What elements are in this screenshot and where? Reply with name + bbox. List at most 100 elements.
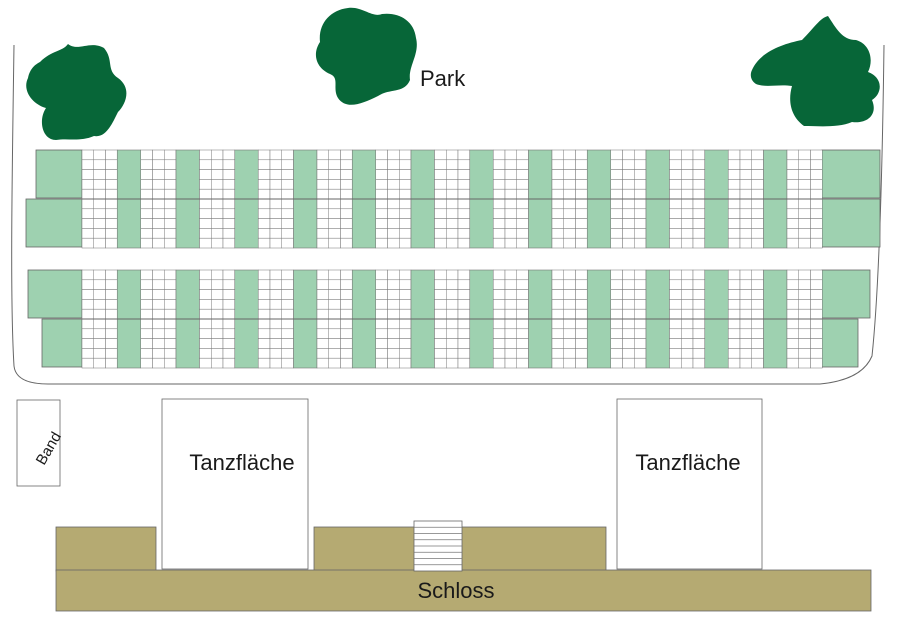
seat <box>199 159 212 170</box>
seat <box>634 318 647 330</box>
seat <box>692 357 705 369</box>
seat <box>446 228 459 239</box>
seat <box>575 237 588 249</box>
seat <box>446 218 459 229</box>
seat <box>281 357 294 369</box>
seat <box>551 218 564 229</box>
seat <box>140 149 153 161</box>
seat <box>739 169 752 180</box>
seat <box>93 188 106 200</box>
seat <box>387 208 400 219</box>
seat <box>152 159 165 170</box>
seat <box>340 289 353 300</box>
seat <box>399 188 412 200</box>
seat <box>798 328 811 339</box>
seat <box>399 198 412 210</box>
seat <box>563 318 576 330</box>
seat <box>140 218 153 229</box>
seat <box>152 198 165 210</box>
seat <box>810 149 823 161</box>
seat <box>622 228 635 239</box>
seat <box>681 228 694 239</box>
seat <box>681 318 694 330</box>
seat <box>634 149 647 161</box>
seat <box>681 208 694 219</box>
seat <box>328 149 341 161</box>
seat <box>211 289 224 300</box>
seat <box>563 299 576 310</box>
seat <box>399 357 412 369</box>
seat <box>622 348 635 359</box>
seat <box>258 179 271 190</box>
seat <box>516 218 529 229</box>
seat <box>493 218 506 229</box>
seat <box>810 169 823 180</box>
seat <box>493 318 506 330</box>
seat <box>93 299 106 310</box>
seat <box>751 289 764 300</box>
seat <box>551 188 564 200</box>
seat <box>375 348 388 359</box>
seat <box>575 228 588 239</box>
seat <box>340 299 353 310</box>
seat <box>93 228 106 239</box>
seat <box>622 289 635 300</box>
seat <box>622 299 635 310</box>
seat <box>281 308 294 320</box>
seat <box>493 159 506 170</box>
seat <box>551 179 564 190</box>
seat <box>328 357 341 369</box>
seat <box>140 318 153 330</box>
seat <box>751 308 764 320</box>
seat <box>375 208 388 219</box>
seat <box>504 289 517 300</box>
band-stage: Band <box>16 399 65 487</box>
seat <box>622 218 635 229</box>
seat <box>399 269 412 281</box>
seat <box>222 289 235 300</box>
seat <box>375 179 388 190</box>
seat <box>504 348 517 359</box>
seat <box>211 228 224 239</box>
seat <box>692 308 705 320</box>
seat <box>446 159 459 170</box>
seat <box>516 299 529 310</box>
seat <box>563 149 576 161</box>
seat <box>786 348 799 359</box>
seat <box>93 269 106 281</box>
seat <box>622 308 635 320</box>
seat <box>446 348 459 359</box>
seat <box>692 279 705 290</box>
seat <box>199 338 212 349</box>
seat <box>728 188 741 200</box>
seat <box>798 179 811 190</box>
seat <box>551 318 564 330</box>
seat <box>222 188 235 200</box>
seat <box>222 348 235 359</box>
seat <box>575 179 588 190</box>
seat <box>328 159 341 170</box>
seat <box>692 228 705 239</box>
seat <box>399 299 412 310</box>
seat <box>81 308 94 320</box>
seat <box>798 208 811 219</box>
seat <box>281 338 294 349</box>
seat <box>798 218 811 229</box>
seat <box>258 289 271 300</box>
seat <box>258 299 271 310</box>
seat <box>751 228 764 239</box>
seat <box>728 279 741 290</box>
seat <box>728 328 741 339</box>
seat <box>316 188 329 200</box>
seat <box>751 237 764 249</box>
seat <box>375 357 388 369</box>
seat <box>810 208 823 219</box>
seat <box>140 328 153 339</box>
seat <box>164 159 177 170</box>
seat <box>739 348 752 359</box>
seat <box>375 269 388 281</box>
seat <box>399 328 412 339</box>
seat <box>751 279 764 290</box>
seat <box>551 348 564 359</box>
seat <box>258 338 271 349</box>
